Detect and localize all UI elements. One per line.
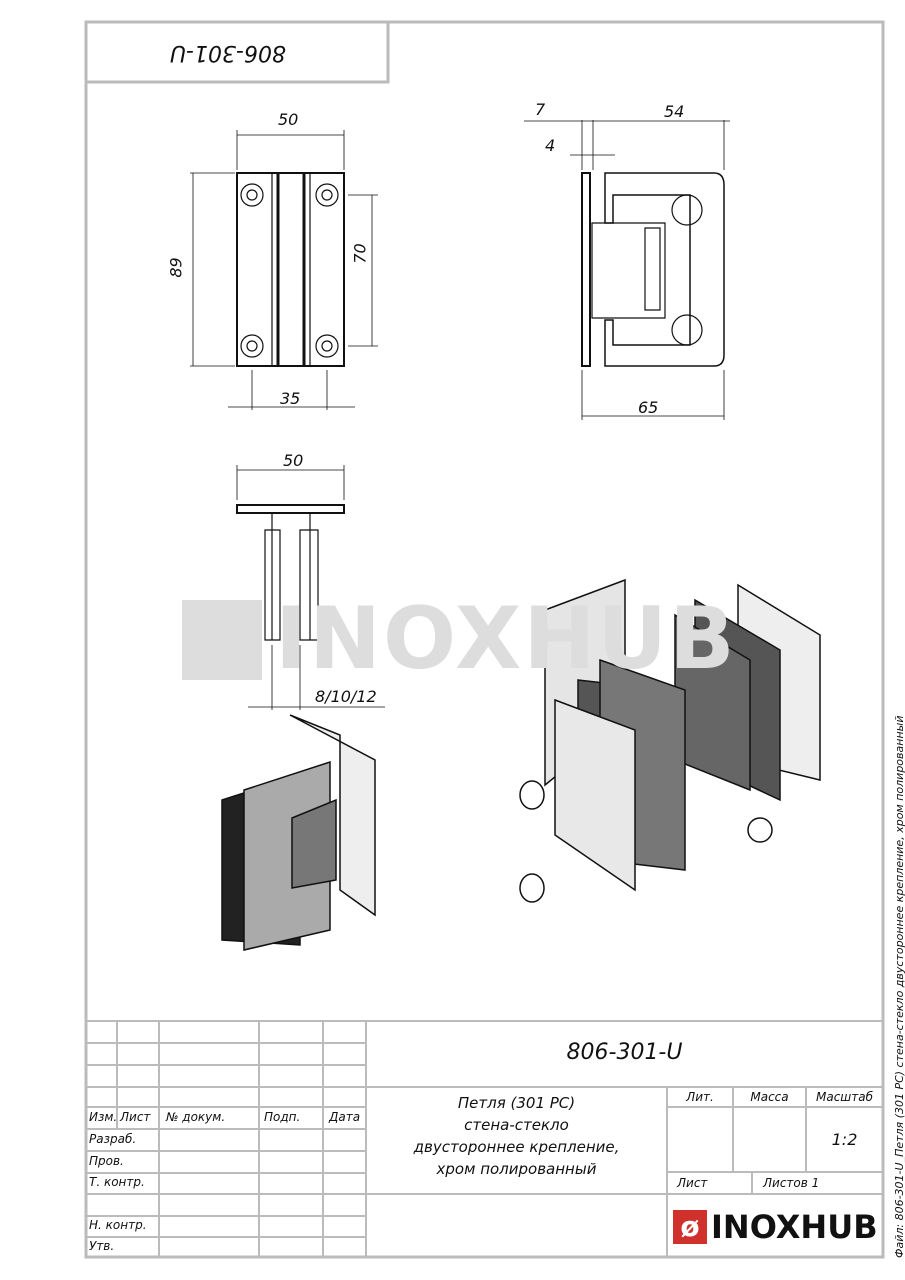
logo-text: INOXHUB — [711, 1208, 878, 1246]
dim-side-total: 65 — [638, 398, 659, 417]
top-view — [236, 465, 385, 710]
hdr-doc: № докум. — [166, 1110, 226, 1124]
dim-glass-thickness: 8/10/12 — [315, 687, 377, 706]
name-line: стена-стекло — [464, 1116, 569, 1134]
exploded-view — [519, 578, 821, 903]
hdr-date: Дата — [329, 1110, 361, 1124]
watermark-text: INOXHUB — [275, 589, 737, 689]
sheets-count: Листов 1 — [763, 1176, 820, 1190]
dim-hole-width: 35 — [280, 389, 301, 408]
dim-bottom-width: 50 — [283, 451, 304, 470]
side-view — [524, 120, 730, 420]
role-norm-control: Н. контр. — [89, 1218, 147, 1232]
name-line: двустороннее крепление, — [413, 1138, 620, 1156]
mass-label: Масса — [750, 1090, 789, 1104]
dim-height: 89 — [166, 257, 186, 278]
scale-label: Масштаб — [815, 1090, 874, 1104]
hdr-sign: Подп. — [264, 1110, 301, 1124]
title-block-grid — [86, 1020, 883, 1257]
front-view — [190, 130, 378, 410]
sheet-label: Лист — [677, 1176, 708, 1190]
role-approved: Утв. — [89, 1239, 115, 1253]
dim-side-gap: 7 — [535, 100, 546, 119]
dim-side-depth: 54 — [664, 102, 685, 121]
hdr-list: Лист — [120, 1110, 151, 1124]
designation: 806-301-U — [566, 1040, 683, 1065]
role-developer: Разраб. — [89, 1132, 137, 1146]
scale-value: 1:2 — [831, 1130, 858, 1149]
corner-code: 806-301-U — [170, 40, 286, 65]
role-tech-control: Т. контр. — [89, 1175, 145, 1189]
hdr-izm: Изм. — [89, 1110, 118, 1124]
part-name: Петля (301 PC) стена-стекло двустороннее… — [366, 1092, 667, 1180]
lit-label: Лит. — [686, 1090, 714, 1104]
dim-side-plate: 4 — [545, 136, 556, 155]
company-logo: ø INOXHUB — [673, 1208, 878, 1246]
name-line: Петля (301 PC) — [457, 1094, 576, 1112]
isometric-view — [221, 714, 376, 951]
name-line: хром полированный — [436, 1160, 597, 1178]
corner-box — [86, 22, 390, 84]
watermark-logo — [182, 600, 262, 680]
sheet-frame — [84, 20, 885, 1259]
logo-icon: ø — [673, 1210, 707, 1244]
role-checker: Пров. — [89, 1154, 124, 1168]
dim-top-width: 50 — [278, 110, 299, 129]
dim-hole-spacing: 70 — [350, 243, 370, 264]
side-caption: Файл: 806-301-U_Петля (301 PC) стена-сте… — [893, 715, 905, 1258]
